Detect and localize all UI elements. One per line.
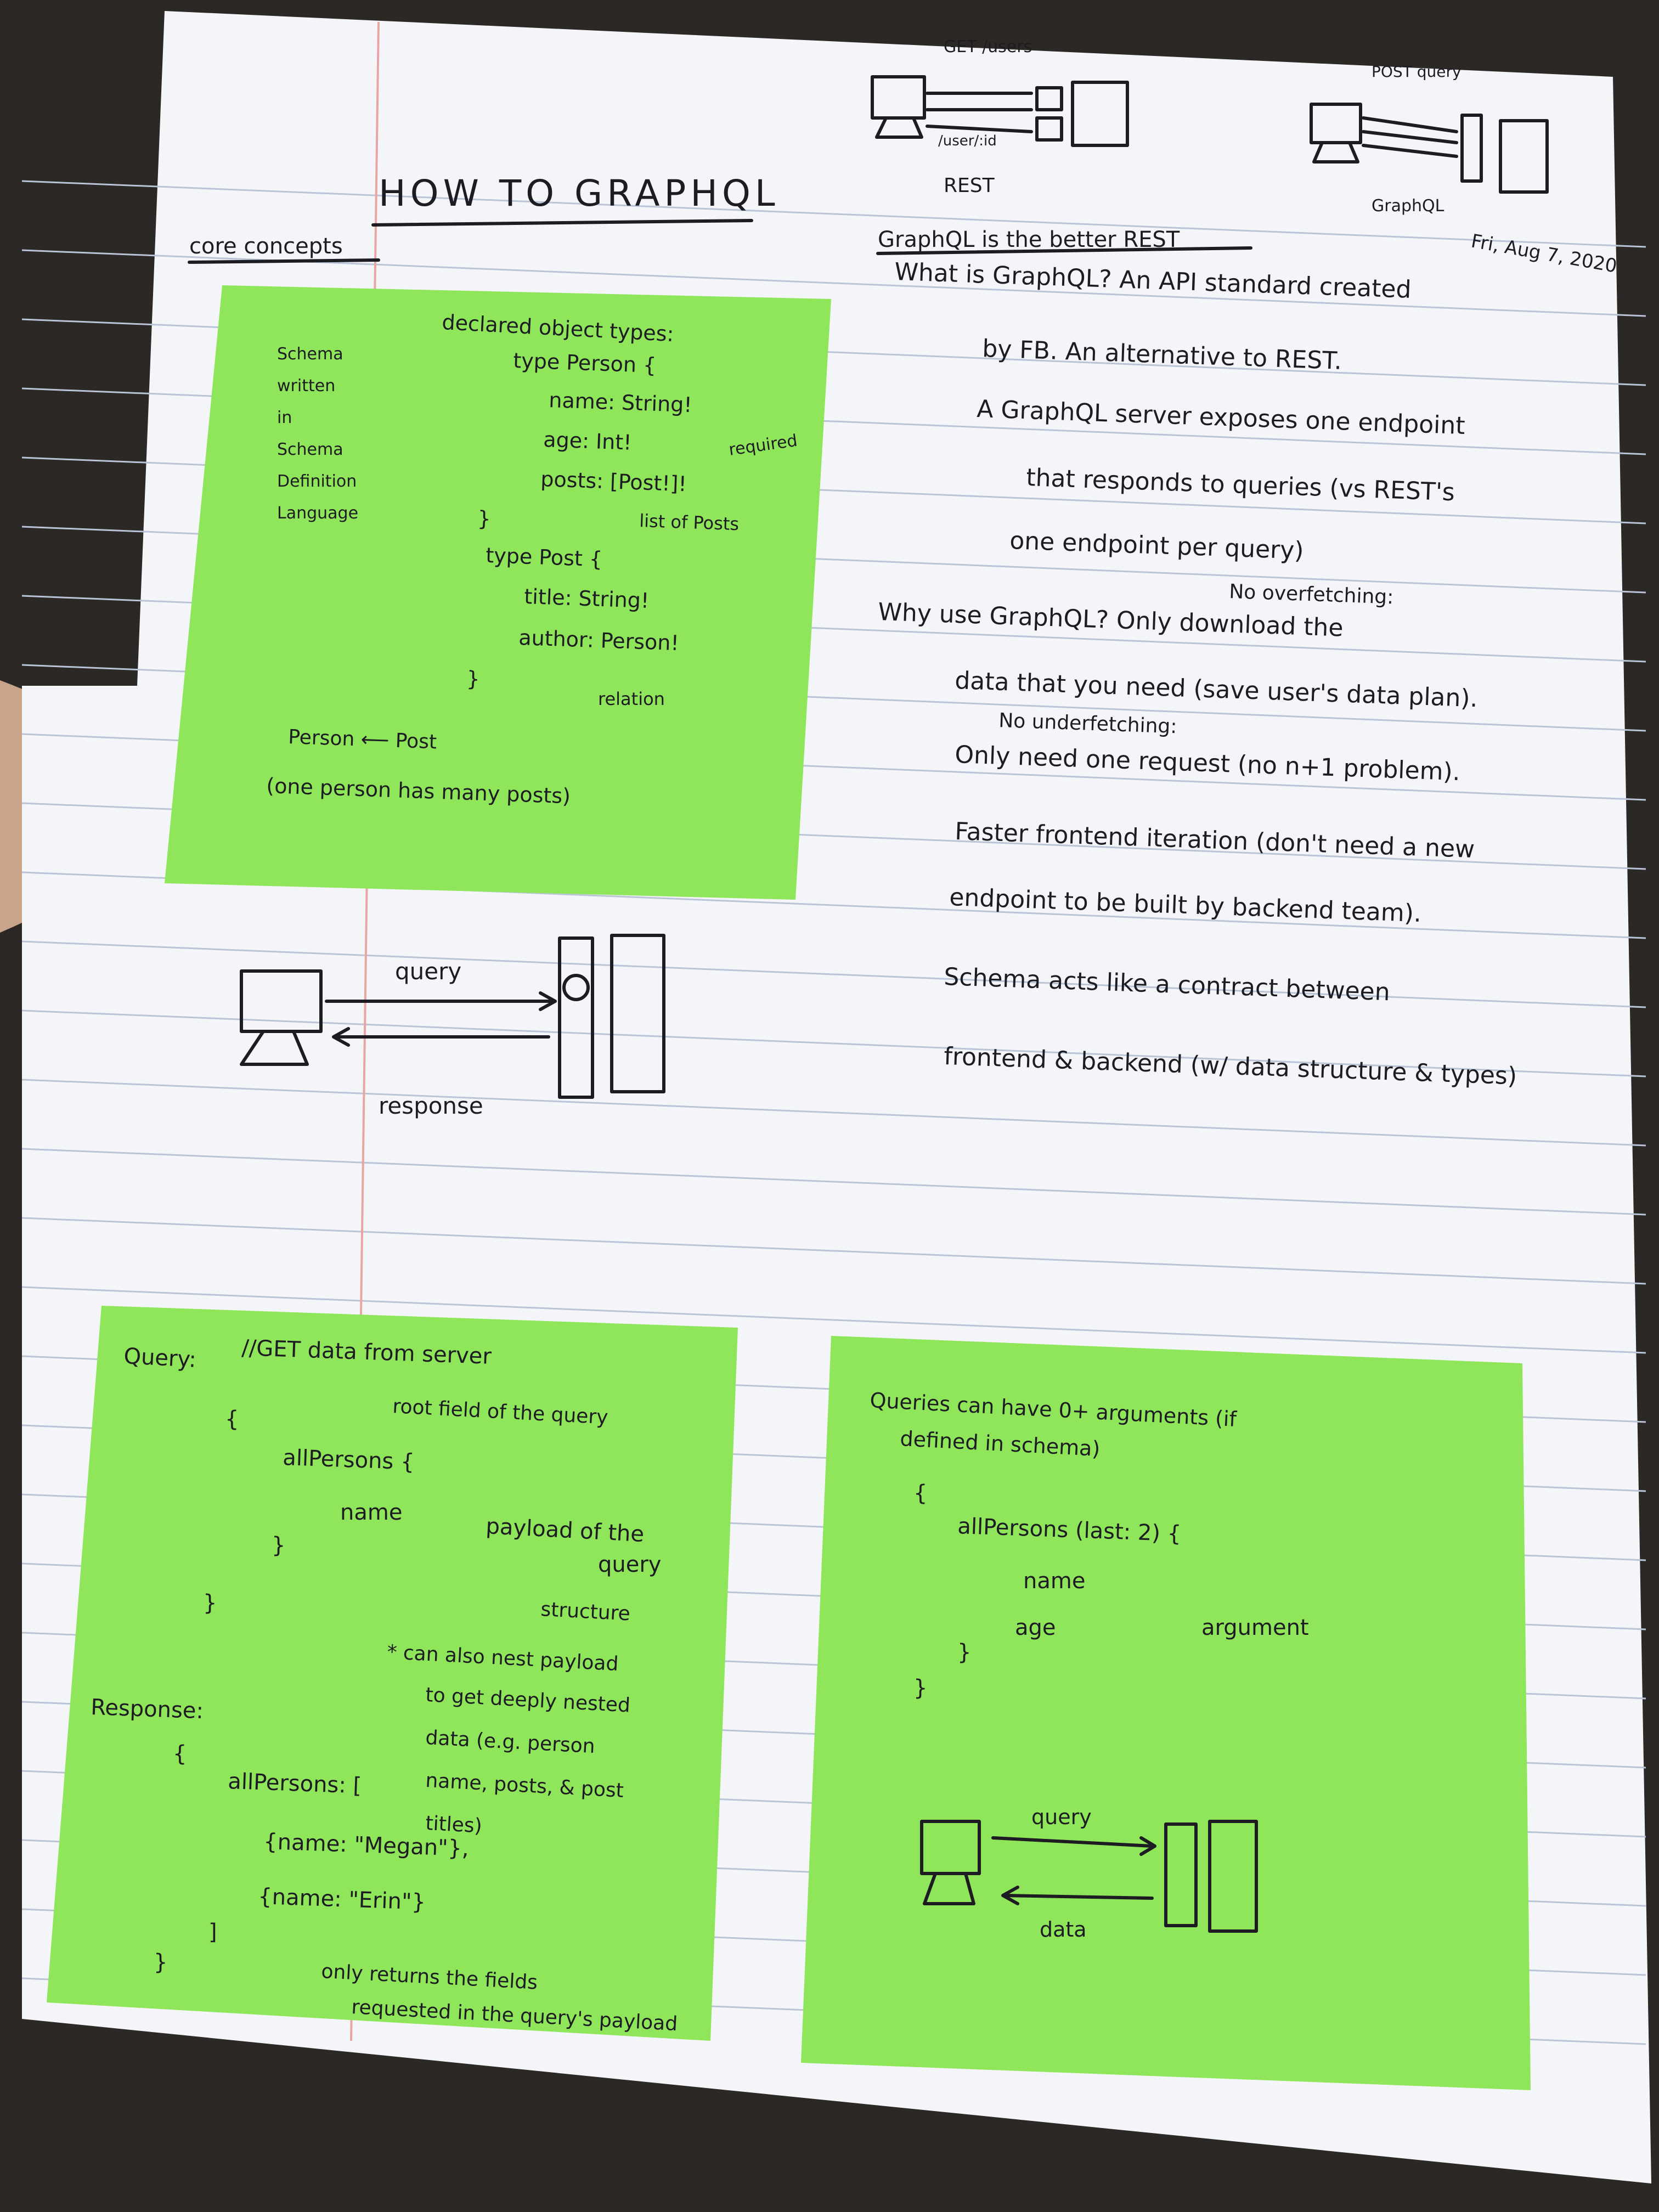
schema-left-label: Definition: [277, 472, 357, 491]
schema-left-label: Language: [277, 504, 358, 523]
svg-text:data: data: [1040, 1917, 1087, 1942]
section-underline: [188, 258, 380, 264]
name-field: name: [340, 1500, 402, 1525]
response-label: Response:: [91, 1695, 204, 1724]
name-field: name: [1023, 1568, 1085, 1594]
post-type-line: }: [466, 667, 481, 691]
rest-diagram: GET /users /user/:id REST: [871, 37, 1129, 197]
rule-line: [21, 1217, 1646, 1285]
page-title: HOW TO GRAPHQL: [379, 172, 780, 215]
query-data-diagram: query data: [920, 1805, 1258, 1942]
person-type-line: age: Int!: [543, 427, 633, 455]
rule-line: [21, 1148, 1646, 1216]
relation-note: relation: [598, 689, 665, 709]
query-label: Query:: [123, 1344, 196, 1373]
graphql-diagram: POST query GraphQL: [1310, 63, 1549, 216]
schema-left-label: Schema: [277, 345, 343, 364]
rule-line: [21, 1079, 1646, 1147]
title-underline: [371, 219, 753, 227]
sticky-note-schema: SchemawritteninSchemaDefinitionLanguaged…: [165, 285, 831, 900]
sticky-note-arguments: Queries can have 0+ arguments (ifdefined…: [801, 1336, 1531, 2090]
relation-line: Person ⟵ Post: [288, 726, 437, 753]
brace: }: [272, 1533, 285, 1558]
person-type-line: name: String!: [549, 388, 693, 417]
rule-line: [21, 1286, 1646, 1354]
section-label: core concepts: [189, 234, 343, 259]
post-type-line: type Post {: [486, 543, 603, 571]
payload-note: query: [598, 1552, 661, 1577]
svg-text:POST query: POST query: [1372, 63, 1462, 81]
bracket: ]: [208, 1920, 217, 1945]
schema-left-label: written: [277, 376, 335, 396]
post-type-line: title: String!: [524, 584, 650, 613]
brace: }: [913, 1675, 927, 1701]
schema-left-label: Schema: [277, 440, 343, 459]
rule-line: [21, 1009, 1646, 1077]
brace: }: [154, 1950, 167, 1975]
person-type-line: posts: [Post!]!: [540, 467, 687, 496]
person-type-line: }: [477, 506, 492, 531]
sticky-note-query: Query://GET data from server{root field …: [47, 1306, 738, 2041]
svg-text:GET /users: GET /users: [944, 37, 1032, 57]
brace: {: [225, 1407, 239, 1432]
structure-note: structure: [540, 1598, 631, 1625]
brace: }: [957, 1640, 971, 1665]
svg-text:/user/:id: /user/:id: [938, 133, 997, 149]
rest-caption: REST: [944, 174, 995, 197]
schema-left-label: in: [277, 408, 292, 427]
query-response-diagram: query response: [240, 934, 665, 1119]
graphql-caption: GraphQL: [1372, 196, 1444, 216]
list-of-posts-note: list of Posts: [639, 510, 740, 534]
svg-text:query: query: [1031, 1805, 1092, 1829]
post-type-line: author: Person!: [518, 625, 680, 655]
brace: }: [203, 1590, 217, 1616]
response-all-persons: allPersons: [: [228, 1769, 362, 1798]
argument-note: argument: [1201, 1615, 1309, 1640]
response-entry: {name: "Erin"}: [258, 1884, 426, 1915]
brace: {: [173, 1741, 187, 1767]
structure-note: titles): [425, 1812, 483, 1837]
brace: {: [913, 1481, 927, 1506]
svg-text:response: response: [379, 1092, 483, 1119]
svg-text:query: query: [395, 958, 461, 985]
rule-line: [21, 180, 1646, 248]
person-type-line: type Person {: [513, 348, 657, 377]
rule-line: [21, 940, 1646, 1008]
age-field: age: [1015, 1615, 1056, 1640]
all-persons-field: allPersons {: [283, 1445, 415, 1475]
